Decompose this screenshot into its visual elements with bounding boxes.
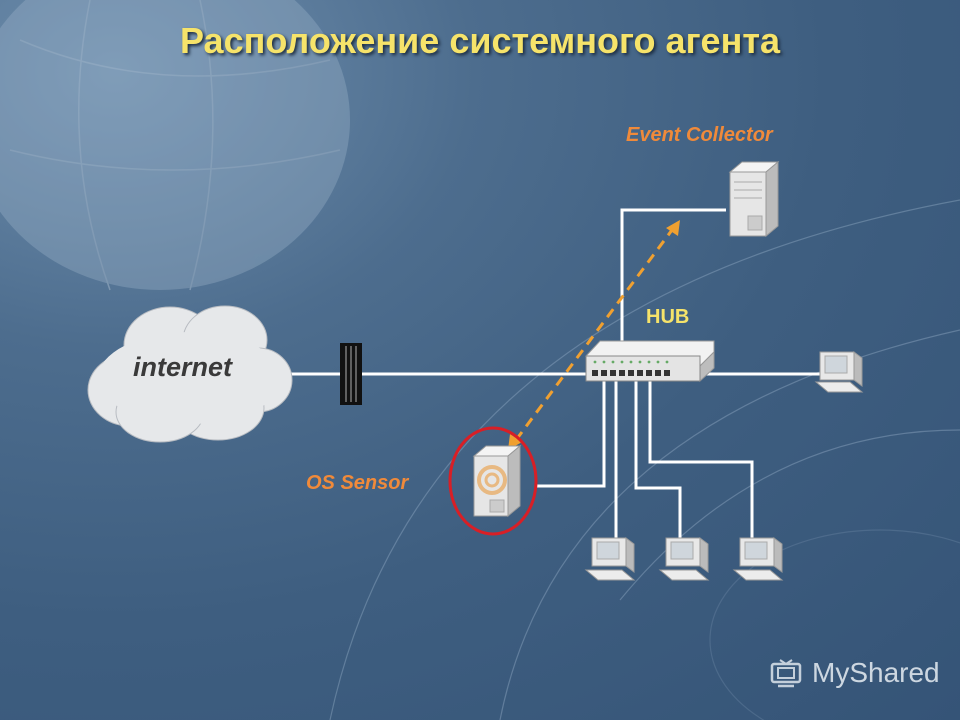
workstation-icon <box>658 537 710 581</box>
background-arcs <box>329 199 960 720</box>
server-icon <box>472 444 522 518</box>
link-hub-workstation-3 <box>648 380 754 556</box>
link-hub-os-sensor <box>536 380 606 488</box>
hub-icon <box>584 340 715 383</box>
event-collector-label: Event Collector <box>626 124 773 146</box>
os-sensor-label: OS Sensor <box>306 472 409 494</box>
sensor-highlight-ring <box>448 426 538 536</box>
background-globe <box>0 0 350 291</box>
cloud-icon <box>87 305 293 443</box>
network-links <box>290 208 822 564</box>
workstation-icon <box>732 537 784 581</box>
firewall-icon <box>340 343 362 405</box>
link-hub-event-collector <box>620 208 726 360</box>
watermark: MyShared <box>812 657 940 688</box>
workstation-icon <box>814 351 864 393</box>
internet-label: internet <box>133 352 233 382</box>
link-hub-workstation-2 <box>634 380 682 560</box>
page-title: Расположение системного агента <box>180 20 780 61</box>
myshared-logo-icon <box>770 659 802 688</box>
server-icon <box>728 160 780 238</box>
workstation-icon <box>584 537 636 581</box>
hub-label: HUB <box>646 306 690 328</box>
